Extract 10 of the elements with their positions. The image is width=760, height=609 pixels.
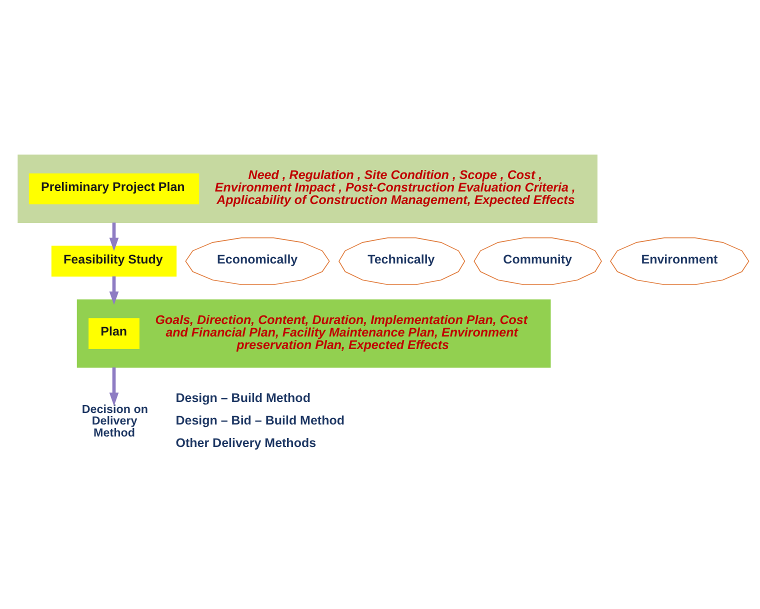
label: Design – Build Method: [176, 390, 310, 405]
node-text: Decision on Delivery Method: [82, 402, 148, 439]
node-box: Feasibility Study: [51, 245, 177, 276]
node-box: Preliminary Project Plan: [28, 172, 200, 204]
label: Design – Bid – Build Method: [176, 413, 345, 428]
node-box: Plan: [88, 318, 140, 349]
arrow: [109, 366, 119, 406]
arrow: [109, 276, 119, 304]
arrow: [109, 222, 119, 251]
label: Other Delivery Methods: [176, 436, 316, 450]
